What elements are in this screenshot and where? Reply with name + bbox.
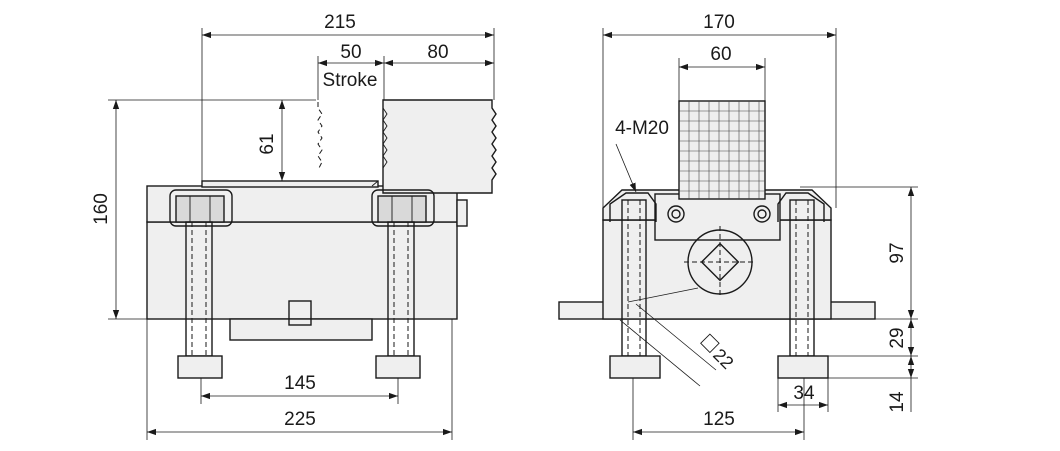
left-corner-pocket: [609, 192, 657, 222]
carriage-line: [371, 180, 379, 187]
dim-body-height: 97: [887, 242, 908, 263]
thread-leader: [615, 143, 637, 193]
left-foot: [177, 355, 223, 379]
dim-jaw-width: 80: [427, 42, 448, 63]
drive-diag-2: [619, 319, 701, 387]
jaw-grip-pattern: [679, 101, 765, 199]
square-drive: [700, 242, 740, 282]
right-foot: [375, 355, 421, 379]
dim-stroke-value: 50: [340, 42, 361, 63]
dim-jaw-width-side: 60: [710, 44, 731, 65]
dim-overall-top: 215: [324, 12, 356, 33]
dim-foot-thickness: 14: [887, 391, 908, 413]
thread-callout: 4-M20: [615, 118, 669, 139]
right-cap-screw-inner: [757, 209, 767, 219]
right-bolt-head: [377, 195, 427, 223]
dim-foot-height: 29: [887, 327, 908, 348]
vise-lower-body: [146, 221, 458, 320]
dim-bolt-pitch: 145: [284, 373, 316, 394]
right-corner-pocket: [777, 192, 825, 222]
side-view: 170 60 4-M20 97 29 14 34 125 22: [558, 12, 918, 440]
left-bolt-head: [175, 195, 225, 223]
left-cap-screw-inner: [671, 209, 681, 219]
movable-jaw: [382, 99, 497, 194]
front-view: 215 50 80 Stroke 61 160 145 225: [91, 12, 497, 440]
square-drive-callout: 22: [700, 333, 737, 373]
right-bolt-pocket: [371, 189, 435, 227]
side-left-foot: [609, 355, 661, 379]
adjust-knob: [456, 199, 468, 227]
dim-foot-width: 34: [793, 383, 815, 404]
slide-rail: [201, 180, 379, 188]
drive-leader: [627, 287, 699, 303]
jaw-rib-line: [382, 107, 388, 169]
stroke-ghost-jaw: [317, 102, 323, 171]
square-symbol-icon: [700, 333, 720, 354]
label-stroke: Stroke: [323, 70, 378, 91]
left-cap-screw: [667, 205, 685, 223]
dim-overall-height: 160: [91, 193, 112, 225]
dim-bolt-pitch-side: 125: [703, 409, 735, 430]
right-cap-screw: [753, 205, 771, 223]
drive-diag-1: [635, 303, 717, 371]
side-right-foot: [777, 355, 829, 379]
under-plate: [229, 318, 373, 341]
dim-stroke-height: 61: [257, 133, 278, 154]
side-jaw-head: [678, 100, 766, 200]
dim-base-length: 225: [284, 409, 316, 430]
dim-overall-width: 170: [703, 12, 735, 33]
left-bolt-pocket: [169, 189, 233, 227]
inspection-window: [288, 300, 312, 326]
